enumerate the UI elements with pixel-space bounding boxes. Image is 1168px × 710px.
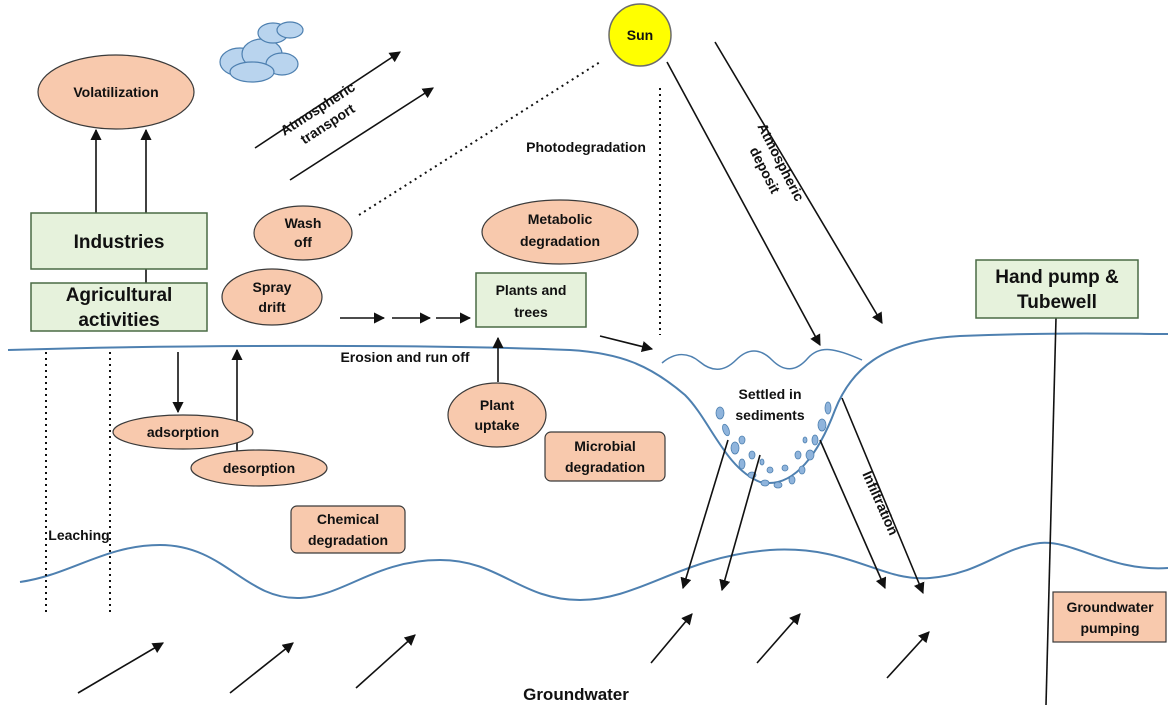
atmospheric-transport-arrow-2 (289, 87, 434, 181)
groundwater-table-line (19, 541, 1168, 602)
atmospheric-transport-arrow-1 (254, 51, 401, 149)
tubewell-pipe-line (1045, 317, 1057, 706)
plant-uptake-node: Plant uptake (447, 382, 547, 448)
atmospheric-transport-label: Atmospheric transport (277, 78, 358, 147)
svg-text:Industries: Industries (74, 232, 165, 253)
photodegradation-label: Photodegradation (526, 139, 646, 155)
cloud-icon (219, 21, 304, 83)
volatilization-label: Volatilization (73, 84, 158, 100)
agricultural-activities-box: Agricultural activities (30, 282, 208, 332)
svg-text:degradation: degradation (565, 459, 645, 475)
runoff-to-water-arrow (599, 335, 654, 352)
groundwater-flow-arrow-4 (650, 613, 693, 664)
groundwater-pumping-box: Groundwater pumping (1052, 591, 1167, 643)
atmospheric-deposit-arrow-2 (714, 41, 883, 324)
wash-off-node: Wash off (253, 205, 353, 261)
svg-text:degradation: degradation (520, 233, 600, 249)
svg-text:Agricultural: Agricultural (66, 285, 173, 306)
svg-text:desorption: desorption (223, 460, 295, 476)
adsorption-node: adsorption (112, 414, 254, 450)
svg-text:Groundwater: Groundwater (1066, 599, 1154, 615)
dotted-lines (45, 61, 661, 615)
svg-text:pumping: pumping (1080, 620, 1139, 636)
arrows (77, 41, 1057, 706)
sediment-down-arrow-2 (719, 454, 761, 592)
groundwater-flow-arrow-1 (77, 642, 164, 694)
spray-drift-node: Spray drift (221, 268, 323, 326)
svg-text:degradation: degradation (308, 532, 388, 548)
svg-text:activities: activities (78, 310, 159, 331)
desorption-node: desorption (190, 449, 328, 487)
svg-text:Microbial: Microbial (574, 438, 635, 454)
sun-label: Sun (627, 27, 653, 43)
industries-box: Industries (30, 212, 208, 270)
plants-and-trees-box: Plants and trees (475, 272, 587, 328)
sun-icon: Sun (608, 3, 672, 67)
atmospheric-deposit-label: Atmospheric deposit (747, 120, 808, 204)
svg-text:uptake: uptake (474, 417, 519, 433)
groundwater-flow-arrow-2 (229, 642, 294, 694)
svg-text:Settled in: Settled in (738, 386, 801, 402)
svg-text:Spray: Spray (253, 279, 292, 295)
settled-in-sediments-label: Settled in sediments (735, 386, 804, 423)
erosion-runoff-label: Erosion and run off (340, 349, 469, 365)
svg-text:Hand pump &: Hand pump & (995, 267, 1119, 288)
groundwater-flow-arrow-6 (886, 631, 930, 679)
svg-text:sediments: sediments (735, 407, 804, 423)
microbial-degradation-box: Microbial degradation (544, 431, 666, 482)
groundwater-flow-arrow-3 (355, 634, 416, 689)
metabolic-degradation-node: Metabolic degradation (481, 199, 639, 265)
svg-text:off: off (294, 234, 312, 250)
infiltration-arrow-2 (819, 439, 887, 590)
svg-text:adsorption: adsorption (147, 424, 219, 440)
sediment-down-arrow-1 (680, 439, 729, 590)
svg-text:Metabolic: Metabolic (528, 211, 593, 227)
svg-text:Plants and: Plants and (496, 282, 567, 298)
svg-text:Plant: Plant (480, 397, 515, 413)
groundwater-label: Groundwater (523, 685, 629, 704)
hand-pump-tubewell-box: Hand pump & Tubewell (975, 259, 1139, 319)
infiltration-label: Infiltration (859, 468, 901, 537)
svg-text:Tubewell: Tubewell (1017, 292, 1097, 313)
chemical-degradation-box: Chemical degradation (290, 505, 406, 554)
ground-surface-line (7, 332, 1168, 485)
groundwater-flow-arrow-5 (756, 613, 801, 664)
infiltration-arrow-1 (841, 397, 925, 595)
leaching-label: Leaching (48, 527, 109, 543)
svg-text:drift: drift (258, 299, 286, 315)
svg-text:Wash: Wash (285, 215, 322, 231)
svg-text:Chemical: Chemical (317, 511, 379, 527)
volatilization-node: Volatilization (37, 54, 195, 130)
atmospheric-deposit-arrow-1 (666, 61, 821, 346)
svg-text:trees: trees (514, 304, 548, 320)
water-surface-line (661, 348, 863, 370)
